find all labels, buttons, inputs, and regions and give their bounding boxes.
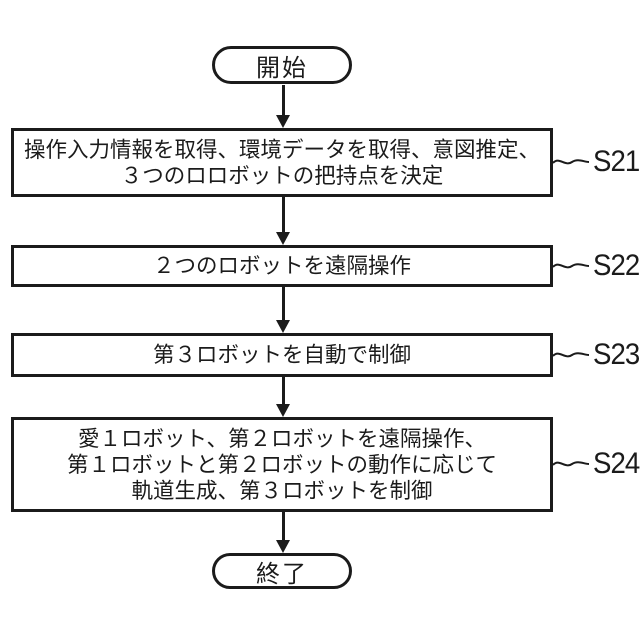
squiggle-connector	[552, 263, 590, 269]
process-text-line: 第１ロボットと第２ロボットの動作に応じて	[66, 452, 497, 477]
process-box-s23: 第３ロボットを自動で制御	[11, 333, 553, 377]
step-ref-label: S24	[593, 447, 640, 480]
arrow-shaft	[281, 85, 285, 117]
process-text-line: 第３ロボットを自動で制御	[152, 343, 411, 367]
arrow-shaft	[281, 512, 285, 542]
flow-arrow-start-s21	[272, 85, 294, 128]
arrow-head	[276, 540, 290, 553]
flow-arrow-s21-s22	[272, 197, 294, 245]
process-box-s22: ２つのロボットを遠隔操作	[11, 245, 553, 287]
process-text-line: 軌道生成、第３ロボットを制御	[131, 478, 433, 503]
arrow-shaft	[281, 377, 285, 406]
start-terminal: 開始	[212, 46, 352, 84]
step-ref-s24: S24	[552, 447, 640, 481]
arrow-shaft	[281, 197, 285, 234]
flow-arrow-s24-end	[272, 512, 294, 553]
start-terminal-label: 開始	[256, 54, 308, 82]
squiggle-connector	[552, 461, 590, 467]
step-ref-s23: S23	[552, 338, 640, 372]
end-terminal-label: 終了	[256, 560, 308, 588]
arrow-head	[276, 404, 290, 417]
step-ref-label: S22	[593, 249, 640, 282]
arrow-head	[276, 115, 290, 128]
arrow-head	[276, 232, 290, 245]
end-terminal: 終了	[212, 553, 352, 589]
arrow-head	[276, 320, 290, 333]
squiggle-connector	[552, 352, 590, 358]
flow-arrow-s23-s24	[272, 377, 294, 417]
step-ref-s22: S22	[552, 249, 640, 283]
process-box-s21: 操作入力情報を取得、環境データを取得、意図推定、 ３つのロロボットの把持点を決定	[11, 128, 553, 197]
flow-arrow-s22-s23	[272, 287, 294, 333]
step-ref-label: S23	[593, 338, 640, 371]
process-box-s24: 愛１ロボット、第２ロボットを遠隔操作、 第１ロボットと第２ロボットの動作に応じて…	[11, 417, 553, 512]
step-ref-s21: S21	[552, 145, 640, 179]
process-text-line: 操作入力情報を取得、環境データを取得、意図推定、	[23, 137, 540, 162]
process-text-line: 愛１ロボット、第２ロボットを遠隔操作、	[77, 426, 487, 451]
squiggle-connector	[552, 159, 590, 165]
process-text-line: ３つのロロボットの把持点を決定	[120, 163, 444, 188]
step-ref-label: S21	[593, 145, 640, 178]
arrow-shaft	[281, 287, 285, 322]
process-text-line: ２つのロボットを遠隔操作	[152, 254, 411, 278]
